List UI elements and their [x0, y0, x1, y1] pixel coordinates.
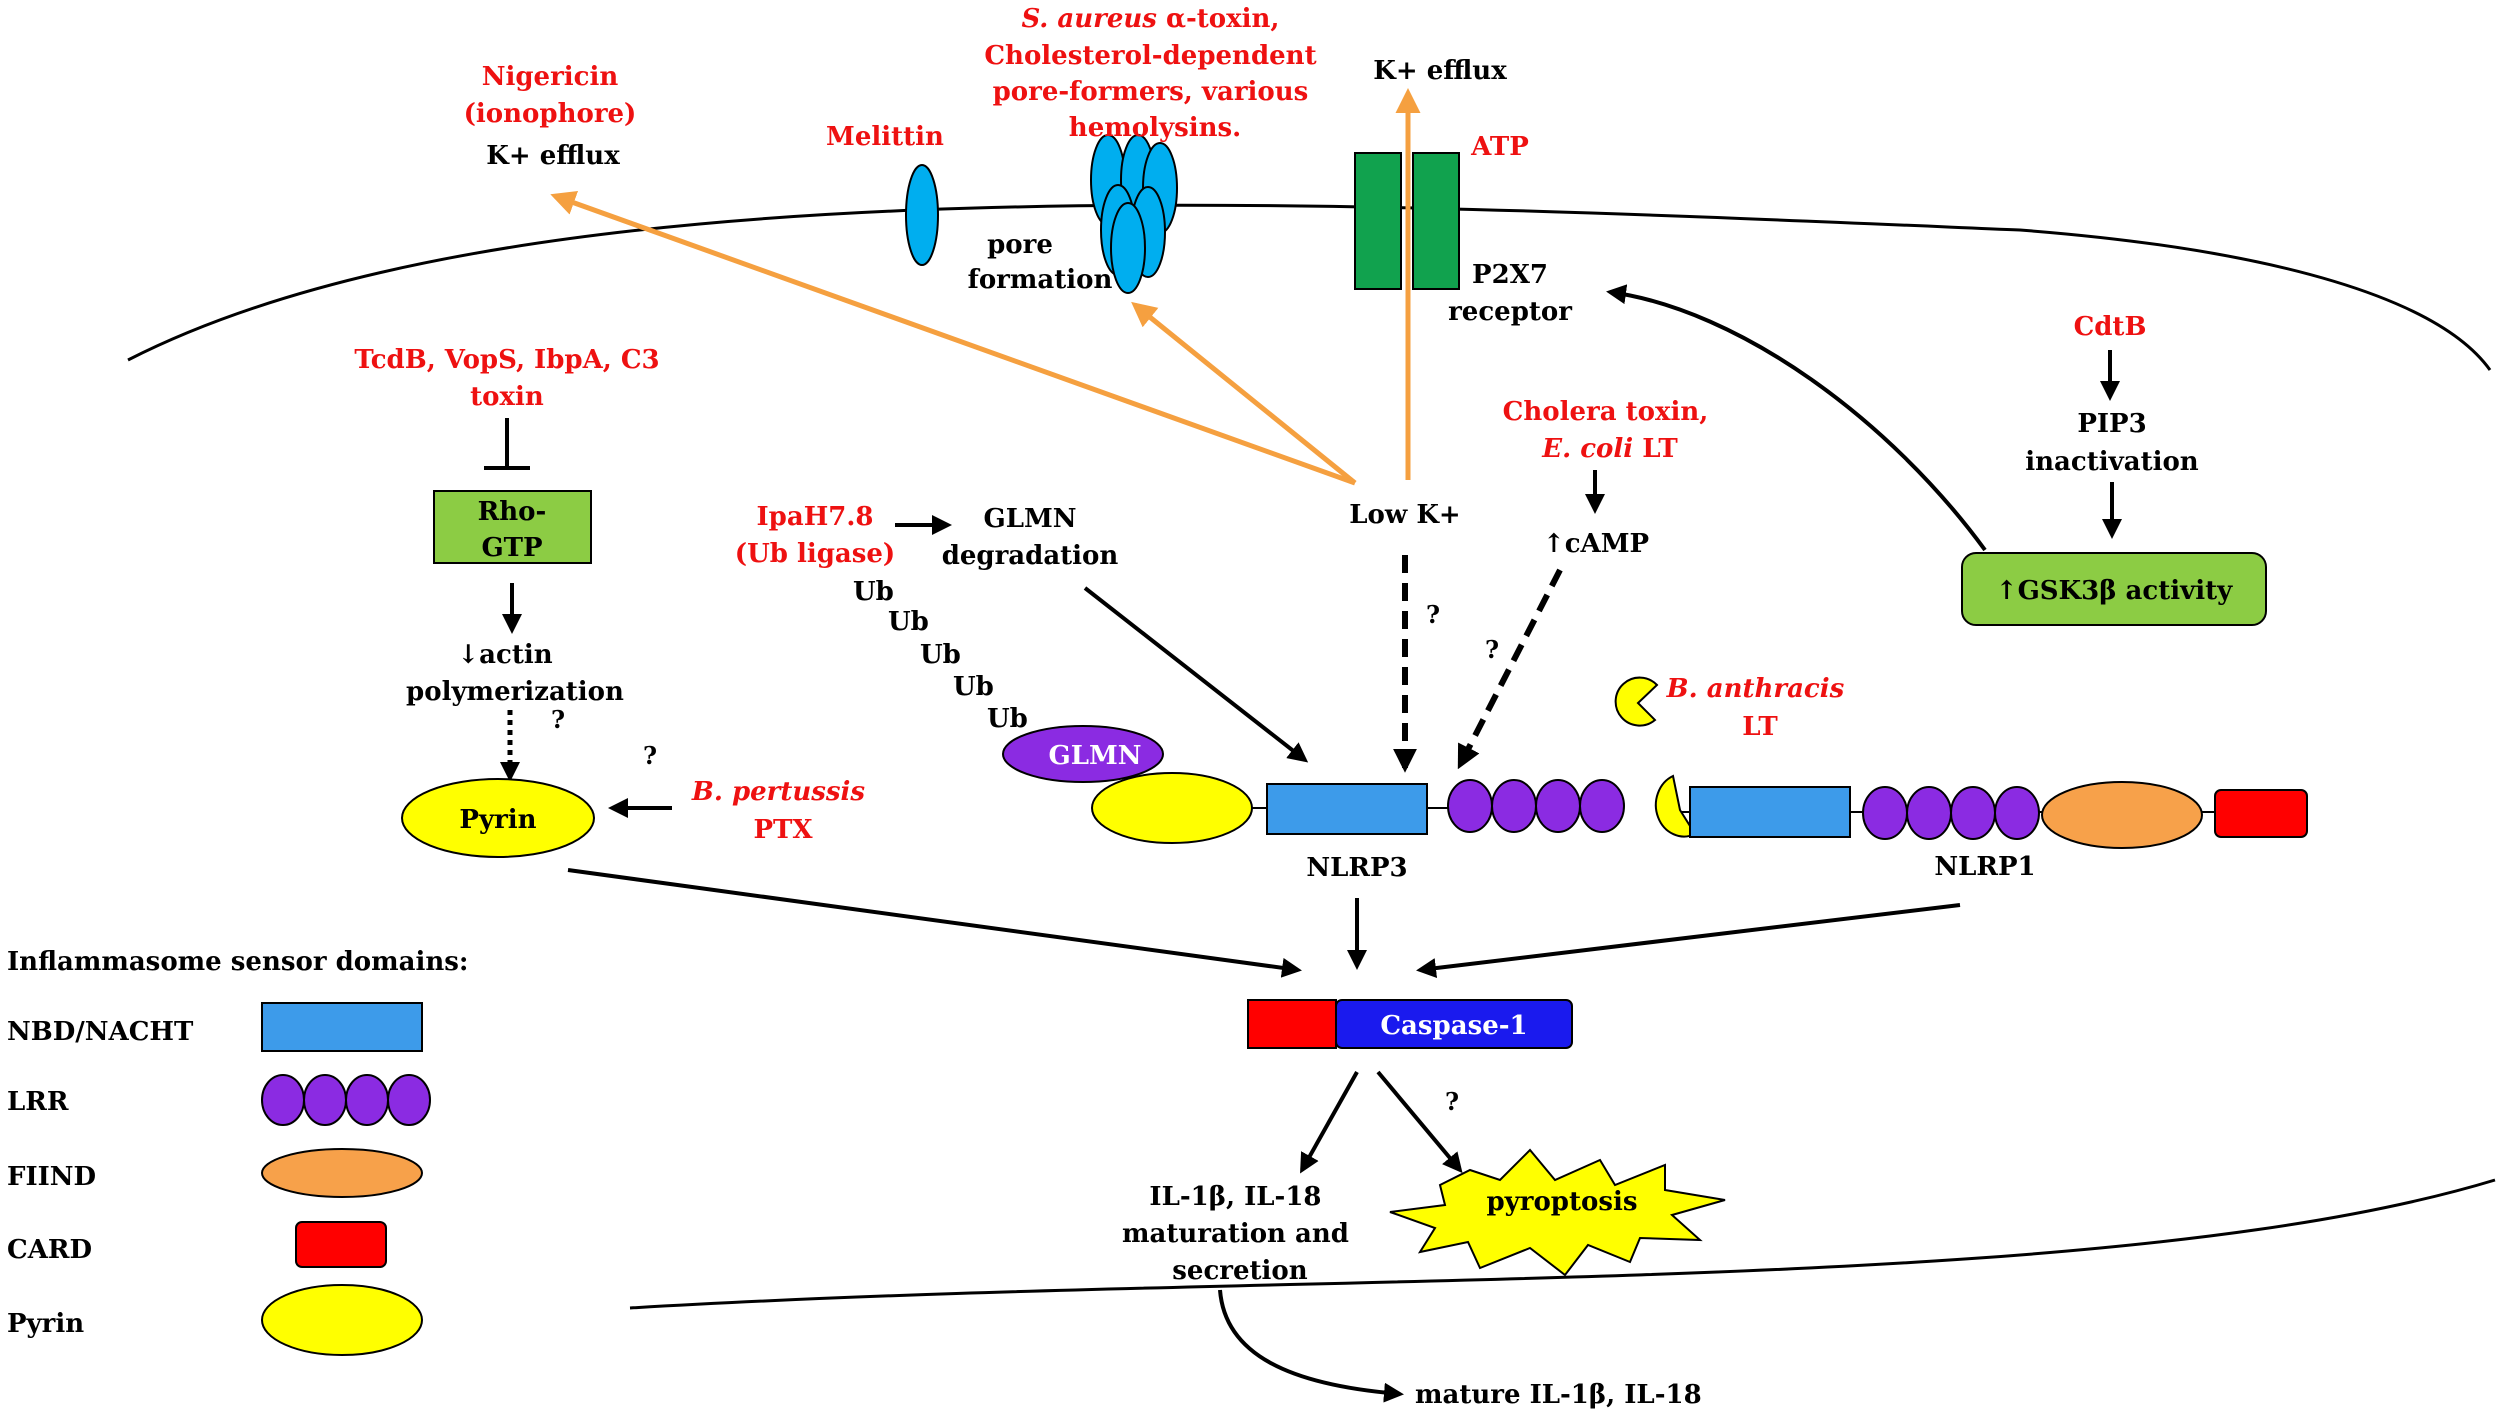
p2x7-subunit-left [1354, 152, 1402, 290]
legend-label-nacht: NBD/NACHT [7, 1017, 194, 1047]
rho-gtp-label: Rho-GTP [478, 497, 547, 563]
arrow-secretion-to-mature [1218, 1289, 1404, 1403]
nlrp3-label: NLRP3 [1306, 853, 1407, 883]
melittin-channel [905, 164, 939, 266]
k-efflux-top-label: K+ efflux [1373, 56, 1507, 86]
arrow-lowk-to-nigericin [550, 190, 1356, 486]
pore-former-complex [1090, 134, 1178, 294]
arrow-nlrp1-to-caspase [1416, 903, 1961, 979]
legend-swatch-lrr [261, 1074, 431, 1126]
arrow-camp-to-nlrp3 [1457, 568, 1563, 770]
legend-title: Inflammasome sensor domains: [7, 947, 468, 977]
legend-label-pyrin: Pyrin [7, 1309, 84, 1339]
p2x7-subunit-right [1412, 152, 1460, 290]
ubiquitin-chain: Ub Ub Ub Ub Ub [853, 577, 1028, 734]
camp-label: ↑cAMP [1543, 529, 1649, 559]
arrow-lowk-to-pore [1131, 301, 1357, 485]
legend-label-lrr: LRR [7, 1087, 69, 1117]
k-efflux-left-label: K+ efflux [486, 141, 620, 171]
caspase-card-domain [1247, 999, 1337, 1049]
legend-label-card: CARD [7, 1235, 92, 1265]
gsk3b-box [1961, 552, 2267, 626]
nlrp3-nacht-domain [1266, 783, 1428, 835]
question-lowk: ? [1426, 600, 1440, 629]
arrow-gsk3b-to-p2x7 [1606, 284, 1987, 552]
caspase-1-label: Caspase-1 [1380, 1011, 1527, 1041]
glmn-label: GLMN [1048, 741, 1141, 771]
svg-text:Ub: Ub [888, 607, 929, 637]
nlrp3-lrr-domain [1447, 779, 1625, 833]
anthracis-lt-icon [1614, 676, 1659, 727]
svg-text:Ub: Ub [953, 672, 994, 702]
arrow-caspase-to-pyroptosis [1376, 1070, 1463, 1174]
nlrp1-lrr-domain [1862, 786, 2040, 840]
svg-text:Ub: Ub [920, 640, 961, 670]
rho-gtp-box [433, 490, 592, 564]
legend-swatch-pyrin [261, 1284, 423, 1356]
melittin-label: Melittin [826, 122, 944, 152]
pyroptosis-label: pyroptosis [1486, 1187, 1637, 1217]
question-pyroptosis: ? [1445, 1087, 1459, 1116]
cell-membrane-top [127, 203, 2492, 371]
nigericin-label: Nigericin(ionophore) [464, 62, 637, 129]
gsk3b-label: ↑GSK3β activity [1996, 576, 2233, 606]
saureus-toxin-label: S. aureus α-toxin, Cholesterol-dependent… [984, 4, 1325, 143]
arrow-caspase-to-il [1300, 1071, 1359, 1174]
nlrp1-fiind-domain [2041, 781, 2203, 849]
legend-swatch-fiind [261, 1148, 423, 1198]
ipah-label: IpaH7.8(Ub ligase) [735, 502, 895, 569]
question-camp: ? [1485, 635, 1499, 664]
pyrin-label: Pyrin [459, 805, 536, 835]
question-actin: ? [551, 705, 565, 734]
legend-label-fiind: FIIND [7, 1162, 96, 1192]
nlrp1-card-domain [2214, 789, 2308, 838]
anthracis-label: B. anthracis LT [1666, 674, 1854, 742]
cdtb-label: CdtB [2074, 312, 2147, 342]
legend: Inflammasome sensor domains: NBD/NACHT L… [7, 947, 468, 1356]
mature-il-label: mature IL-1β, IL-18 [1415, 1380, 1702, 1410]
svg-text:Ub: Ub [987, 704, 1028, 734]
question-pertussis: ? [643, 741, 657, 770]
cell-membrane-bottom [629, 1178, 2496, 1310]
nlrp1-label: NLRP1 [1934, 852, 2035, 882]
nlrp3-pyrin-domain [1091, 772, 1253, 844]
atp-label: ATP [1470, 132, 1529, 162]
pyroptosis-starburst [1389, 1148, 1726, 1277]
svg-text:Ub: Ub [853, 577, 894, 607]
legend-swatch-nacht [261, 1002, 423, 1052]
caspase-1-box [1335, 999, 1573, 1049]
arrow-pyrin-to-caspase [567, 868, 1302, 978]
cholera-label: Cholera toxin, E. coli LT [1503, 397, 1718, 464]
il-maturation-label: IL-1β, IL-18 maturation and secretion [1122, 1182, 1358, 1286]
low-k-label: Low K+ [1349, 500, 1460, 530]
legend-swatch-card [295, 1221, 387, 1268]
pertussis-label: B. pertussis PTX [691, 777, 874, 845]
glmn-protein [1002, 725, 1164, 783]
pyrin-protein [401, 778, 595, 858]
nlrp1-nacht-domain [1689, 786, 1851, 838]
arrow-glmn-degradation-to-nlrp3 [1083, 586, 1309, 763]
